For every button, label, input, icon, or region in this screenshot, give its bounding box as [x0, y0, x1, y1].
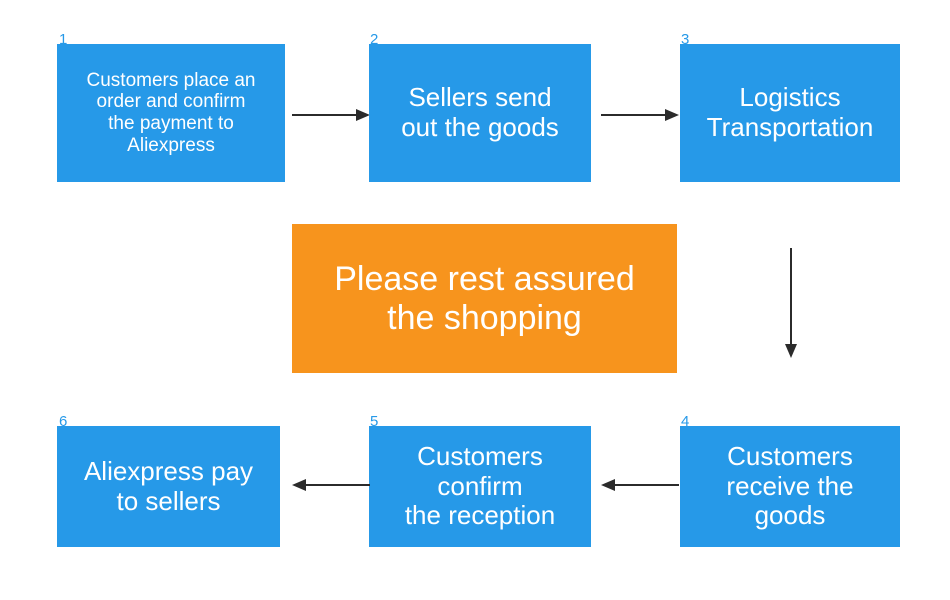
arrow-step5-to-step6 — [292, 474, 370, 496]
step-number-2: 2 — [370, 31, 379, 48]
step-box-6[interactable]: Aliexpress pay to sellers — [57, 426, 280, 547]
step-number-1: 1 — [59, 31, 68, 48]
arrow-step4-to-step5 — [601, 474, 679, 496]
step-number-3: 3 — [681, 31, 690, 48]
step-box-5[interactable]: Customers confirm the reception — [369, 426, 591, 547]
assurance-banner: Please rest assured the shopping — [292, 224, 677, 373]
arrow-step2-to-step3 — [601, 104, 679, 126]
step-box-4[interactable]: Customers receive the goods — [680, 426, 900, 547]
step-box-2[interactable]: Sellers send out the goods — [369, 44, 591, 182]
arrow-step1-to-step2 — [292, 104, 370, 126]
step-number-5: 5 — [370, 413, 379, 430]
step-number-6: 6 — [59, 413, 68, 430]
step-number-4: 4 — [681, 413, 690, 430]
step-box-3[interactable]: Logistics Transportation — [680, 44, 900, 182]
step-box-1[interactable]: Customers place an order and confirm the… — [57, 44, 285, 182]
arrow-step3-to-step4 — [780, 248, 802, 358]
